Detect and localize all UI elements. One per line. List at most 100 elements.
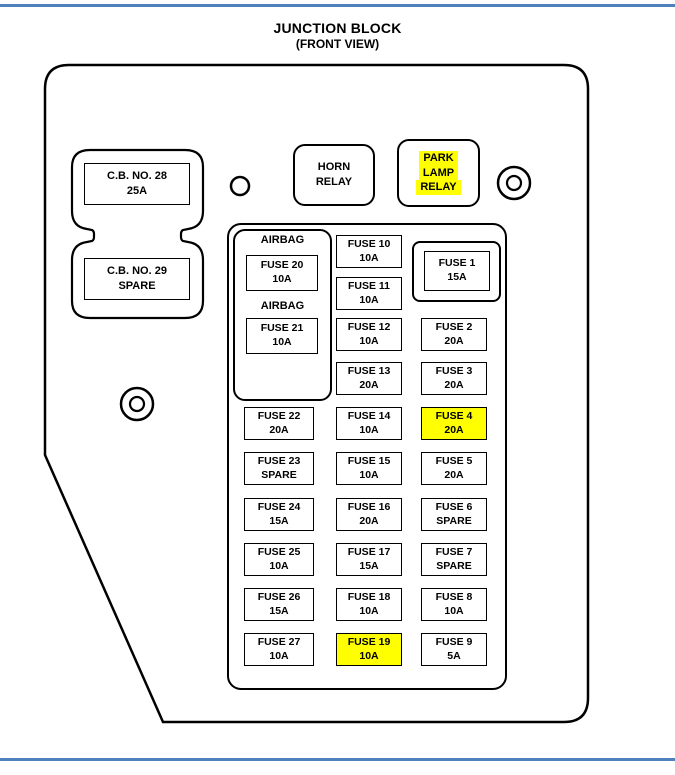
- fuse-name: FUSE 2: [435, 320, 473, 333]
- fuse-name: FUSE 19: [347, 635, 391, 648]
- fuse-name: FUSE 27: [257, 635, 301, 648]
- fuse-name: FUSE 25: [257, 545, 301, 558]
- fuse-name: FUSE 12: [347, 320, 391, 333]
- fuse-23-cell: FUSE 23 SPARE: [244, 452, 314, 485]
- fuse-amp: SPARE: [436, 514, 472, 527]
- fuse-array-housing: [227, 223, 507, 690]
- fuse-name: FUSE 21: [260, 322, 304, 335]
- bottom-border-line: [0, 758, 675, 761]
- cb-28-cell: C.B. NO. 28 25A: [84, 163, 190, 205]
- fuse-name: FUSE 3: [435, 364, 473, 377]
- fuse-24-cell: FUSE 24 15A: [244, 498, 314, 531]
- fuse-20-cell: FUSE 20 10A: [246, 255, 318, 291]
- fuse-14-cell: FUSE 14 10A: [336, 407, 402, 440]
- fuse-6-cell: FUSE 6 SPARE: [421, 498, 487, 531]
- fuse-18-cell: FUSE 18 10A: [336, 588, 402, 621]
- mount-bolt-top-right-inner-icon: [505, 174, 523, 192]
- fuse-amp: 20A: [444, 378, 464, 391]
- fuse-amp: 15A: [269, 604, 289, 617]
- fuse-name: FUSE 13: [347, 364, 391, 377]
- fuse-name: FUSE 11: [347, 279, 391, 292]
- fuse-amp: 5A: [447, 649, 461, 662]
- fuse-21-cell: FUSE 21 10A: [246, 318, 318, 354]
- fuse-amp: 10A: [269, 559, 289, 572]
- fuse-amp: 10A: [269, 649, 289, 662]
- fuse-amp: 20A: [444, 334, 464, 347]
- fuse-name: FUSE 16: [347, 500, 391, 513]
- fuse-name: FUSE 17: [347, 545, 391, 558]
- airbag-label-top: AIRBAG: [260, 234, 305, 246]
- horn-relay-line2: RELAY: [315, 176, 353, 188]
- fuse-7-cell: FUSE 7 SPARE: [421, 543, 487, 576]
- fuse-3-cell: FUSE 3 20A: [421, 362, 487, 395]
- fuse-5-cell: FUSE 5 20A: [421, 452, 487, 485]
- page-subtitle: (FRONT VIEW): [295, 37, 380, 51]
- fuse-amp: 10A: [359, 604, 379, 617]
- fuse-16-cell: FUSE 16 20A: [336, 498, 402, 531]
- fuse-name: FUSE 14: [347, 409, 391, 422]
- fuse-8-cell: FUSE 8 10A: [421, 588, 487, 621]
- fuse-name: FUSE 20: [260, 259, 304, 272]
- fuse-amp: 10A: [359, 251, 379, 264]
- fuse-amp: SPARE: [261, 468, 297, 481]
- fuse-17-cell: FUSE 17 15A: [336, 543, 402, 576]
- fuse-26-cell: FUSE 26 15A: [244, 588, 314, 621]
- fuse-amp: 10A: [359, 468, 379, 481]
- park-lamp-relay: PARK LAMP RELAY: [397, 139, 480, 207]
- fuse-name: FUSE 6: [435, 500, 473, 513]
- fuse-name: FUSE 22: [257, 409, 301, 422]
- fuse-amp: 20A: [444, 423, 464, 436]
- fuse-25-cell: FUSE 25 10A: [244, 543, 314, 576]
- fuse-name: FUSE 15: [347, 454, 391, 467]
- fuse-name: FUSE 1: [438, 257, 476, 270]
- horn-relay: HORN RELAY: [293, 144, 375, 206]
- fuse-amp: 15A: [359, 559, 379, 572]
- top-border-line: [0, 4, 675, 7]
- fuse-amp: 20A: [359, 378, 379, 391]
- fuse-name: FUSE 23: [257, 454, 301, 467]
- alignment-hole-icon: [229, 175, 251, 197]
- fuse-2-cell: FUSE 2 20A: [421, 318, 487, 351]
- cb-29-amp: SPARE: [118, 280, 156, 292]
- page-title: JUNCTION BLOCK: [273, 20, 402, 36]
- fuse-27-cell: FUSE 27 10A: [244, 633, 314, 666]
- fuse-name: FUSE 26: [257, 590, 301, 603]
- fuse-amp: 15A: [447, 271, 467, 283]
- fuse-12-cell: FUSE 12 10A: [336, 318, 402, 351]
- fuse-22-cell: FUSE 22 20A: [244, 407, 314, 440]
- cb-29-cell: C.B. NO. 29 SPARE: [84, 258, 190, 300]
- fuse-10-cell: FUSE 10 10A: [336, 235, 402, 268]
- fuse-amp: SPARE: [436, 559, 472, 572]
- fuse-amp: 10A: [359, 649, 379, 662]
- horn-relay-line1: HORN: [317, 161, 351, 174]
- fuse-11-cell: FUSE 11 10A: [336, 277, 402, 310]
- fuse-9-cell: FUSE 9 5A: [421, 633, 487, 666]
- fuse-1-cell: FUSE 1 15A: [424, 251, 490, 291]
- cb-28-amp: 25A: [126, 185, 148, 197]
- mount-bolt-left-inner-icon: [128, 395, 146, 413]
- fuse-name: FUSE 4: [435, 409, 473, 422]
- cb-29-name: C.B. NO. 29: [107, 265, 167, 278]
- fuse-amp: 10A: [444, 604, 464, 617]
- fuse-amp: 15A: [269, 514, 289, 527]
- fuse-amp: 20A: [269, 423, 289, 436]
- fuse-4-cell: FUSE 4 20A: [421, 407, 487, 440]
- park-lamp-relay-line3: RELAY: [416, 180, 461, 196]
- cb-28-name: C.B. NO. 28: [107, 170, 167, 183]
- fuse-amp: 10A: [359, 293, 379, 306]
- fuse-name: FUSE 9: [435, 635, 473, 648]
- park-lamp-relay-line2: LAMP: [418, 165, 459, 181]
- fuse-13-cell: FUSE 13 20A: [336, 362, 402, 395]
- fuse-amp: 10A: [359, 334, 379, 347]
- fuse-amp: 20A: [359, 514, 379, 527]
- fuse-name: FUSE 18: [347, 590, 391, 603]
- fuse-15-cell: FUSE 15 10A: [336, 452, 402, 485]
- fuse-amp: 10A: [272, 273, 292, 285]
- park-lamp-relay-line1: PARK: [419, 150, 458, 166]
- fuse-amp: 10A: [359, 423, 379, 436]
- fuse-19-cell: FUSE 19 10A: [336, 633, 402, 666]
- airbag-label-bottom: AIRBAG: [260, 300, 305, 312]
- fuse-name: FUSE 5: [435, 454, 473, 467]
- fuse-amp: 10A: [272, 336, 292, 348]
